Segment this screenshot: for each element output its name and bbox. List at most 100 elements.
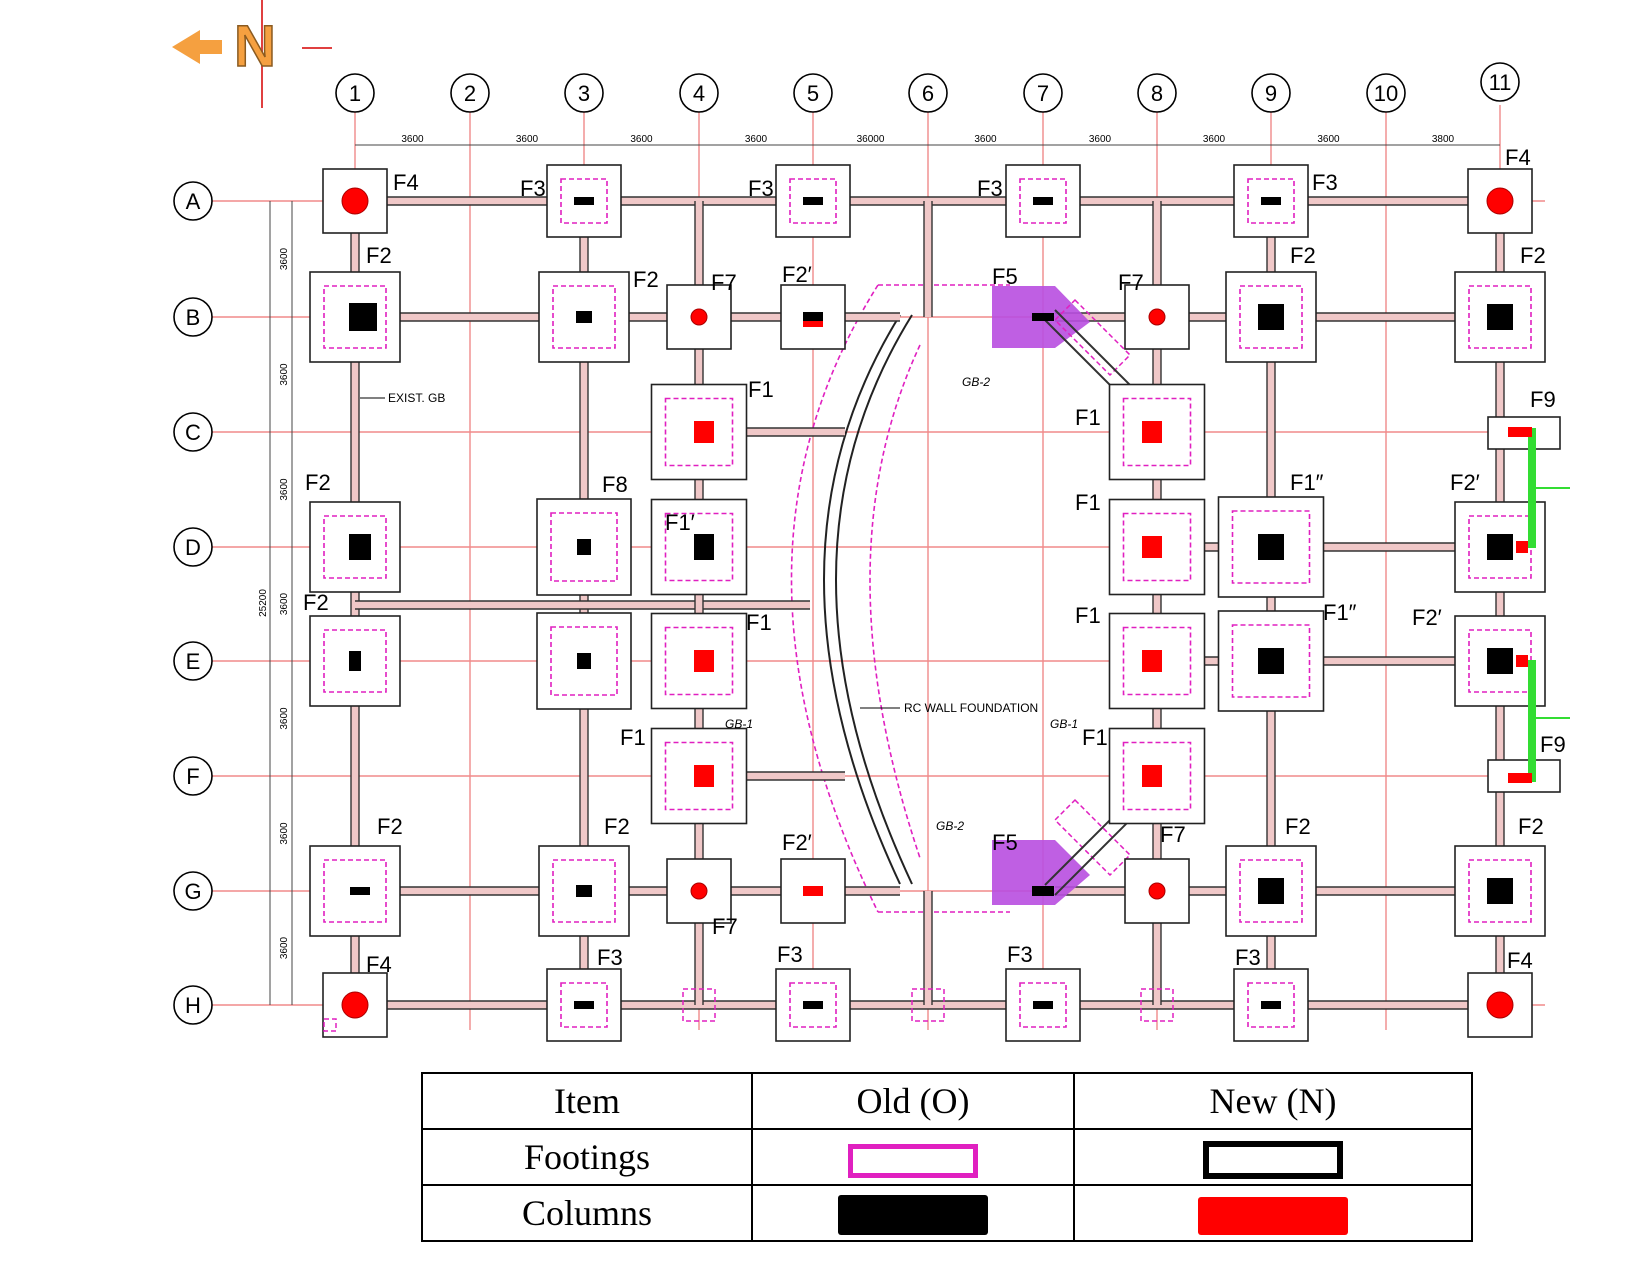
grade-beam-D-right [1157,542,1500,552]
grid-axis-col-10: 10 [1366,73,1406,113]
old-column [1033,197,1053,205]
footing-label-F2′: F2′ [782,830,812,855]
footing-label-F1: F1 [746,610,772,635]
dim-label-left: 3600 [279,592,290,615]
new-column [694,650,714,672]
old-column [1487,304,1513,330]
footing-label-F5: F5 [992,830,1018,855]
old-column [803,312,823,322]
old-column [1487,648,1513,674]
old-column [1258,878,1284,904]
old-column [576,311,592,323]
grid-axis-col-11: 11 [1480,62,1520,102]
old-column [1258,304,1284,330]
grid-axis-row-G: G [173,871,213,911]
footing-label-F2: F2 [1285,814,1311,839]
new-column-round [1148,308,1166,326]
axis-label: 2 [464,81,476,106]
footing-label-F2: F2 [1290,243,1316,268]
axis-label: 8 [1151,81,1163,106]
footing-label-F2: F2 [377,814,403,839]
axis-label: 6 [922,81,934,106]
new-column-round [1486,991,1514,1019]
old-footing-swatch [848,1143,978,1178]
compass-label: N [234,14,276,79]
footing-label-F2: F2 [305,470,331,495]
dim-label-left: 3600 [279,478,290,501]
grid-axis-col-8: 8 [1137,73,1177,113]
footing-F8 [536,498,632,596]
old-column [1258,534,1284,560]
footing-label-F3: F3 [748,176,774,201]
dim-label-top: 3600 [1317,134,1340,145]
axis-label: G [184,879,201,904]
legend-new-footing-cell [1073,1128,1473,1186]
new-column [694,765,714,787]
dim-label-left: 3600 [279,707,290,730]
old-column-swatch [838,1195,988,1236]
new-column-round [690,308,708,326]
new-column [803,321,823,327]
grid-axis-row-F: F [173,756,213,796]
footing-label-F2: F2 [1520,243,1546,268]
new-column [803,886,823,896]
grade-beam-col-6-bottom [923,891,933,1005]
footing-label-F1″: F1″ [1290,470,1324,495]
grade-beam-mid [355,600,810,610]
footing-label-F8: F8 [602,472,628,497]
grid-axis-col-4: 4 [679,73,719,113]
old-column [1033,1001,1053,1009]
new-beams-f9 [1528,428,1570,782]
axis-label: H [185,993,201,1018]
axis-label: 9 [1265,81,1277,106]
footing-label-F9: F9 [1540,732,1566,757]
gb2-top-note: GB-2 [962,375,990,389]
new-column [1142,536,1162,558]
axis-label: F [186,764,199,789]
footing-label-F1″: F1″ [1323,600,1357,625]
legend-header-new: New (N) [1073,1072,1473,1130]
grid-axis-row-C: C [173,412,213,452]
dim-label-left: 3600 [279,822,290,845]
legend-row-columns: Columns [421,1184,1473,1242]
footing-label-F1: F1 [748,377,774,402]
legend-header-old: Old (O) [751,1072,1075,1130]
axis-label: 1 [349,81,361,106]
footing-label-F3: F3 [1007,942,1033,967]
axis-label: 3 [578,81,590,106]
footing-F2 [309,845,401,937]
grade-beam-E-right [1157,656,1500,666]
dim-label-left: 3600 [279,936,290,959]
grid-axis-col-6: 6 [908,73,948,113]
footing-label-F2: F2 [303,590,329,615]
footing-label-F2′: F2′ [1412,605,1442,630]
footing-label-F1: F1 [1075,490,1101,515]
footing-F6 [322,168,388,234]
rc-wall-note: RC WALL FOUNDATION [904,701,1038,715]
exist-gb-note: EXIST. GB [388,391,445,405]
old-footing-outline [323,1018,337,1032]
old-column [694,534,714,560]
grid-axis-col-1: 1 [335,73,375,113]
dim-label-top: 3600 [1203,134,1226,145]
legend-header-row: Item Old (O) New (N) [421,1072,1473,1130]
grid-axis-col-9: 9 [1251,73,1291,113]
old-column [349,534,371,560]
footing-label-F1: F1 [1082,725,1108,750]
dim-label-top: 3600 [1089,134,1112,145]
old-column [1487,534,1513,560]
new-column [1516,655,1528,667]
old-column [803,197,823,205]
dim-label-top: 3600 [974,134,997,145]
new-column-round [341,991,369,1019]
dim-label-top: 36000 [857,134,885,145]
footing-label-F3: F3 [520,176,546,201]
dim-label-top: 3600 [401,134,424,145]
footing-label-F1: F1 [1075,405,1101,430]
footing-label-F2: F2 [633,267,659,292]
old-column [349,303,377,331]
footing-label-F9: F9 [1530,387,1556,412]
old-column [1258,648,1284,674]
